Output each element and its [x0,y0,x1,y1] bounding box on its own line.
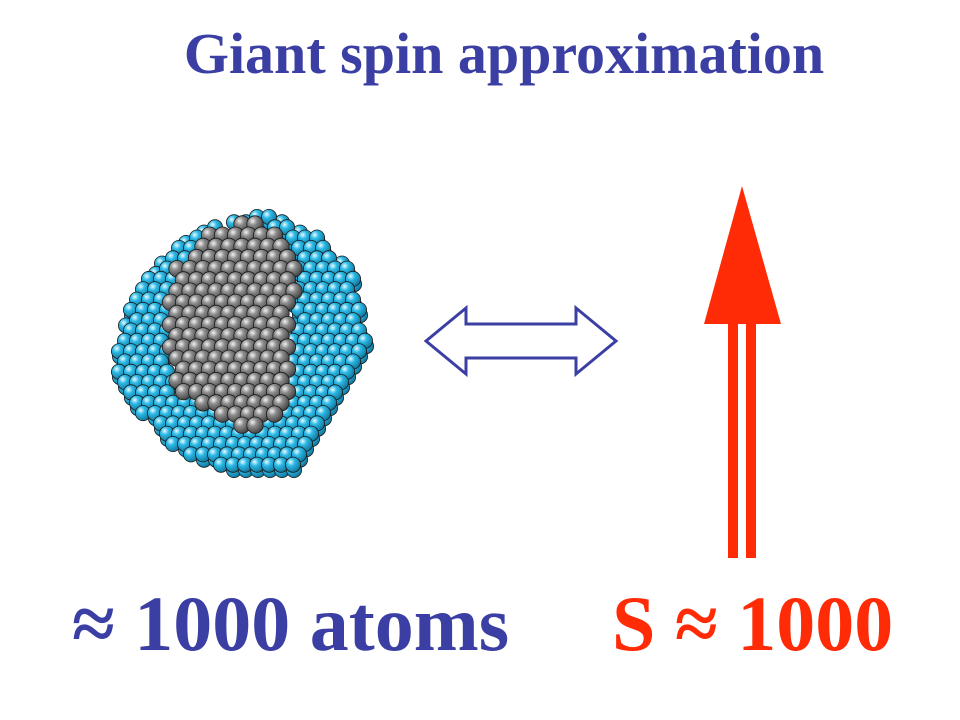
blue-atom [284,456,301,473]
atom-count-caption: ≈ 1000 atoms [72,580,510,667]
cluster-blue-facets [111,208,374,478]
spin-arrow-head [704,186,781,324]
double-headed-arrow-icon [423,304,619,378]
grey-atom [265,405,284,423]
atom-cluster-icon [111,208,374,478]
slide-title: Giant spin approximation [183,21,825,86]
spin-value-caption: S ≈ 1000 [612,580,894,667]
cluster-grey-facet [161,215,303,434]
spin-arrow-icon [704,186,781,558]
spin-arrow-shaft-right [746,318,756,558]
spin-arrow-shaft-left [728,318,738,558]
grey-atom [246,416,264,434]
